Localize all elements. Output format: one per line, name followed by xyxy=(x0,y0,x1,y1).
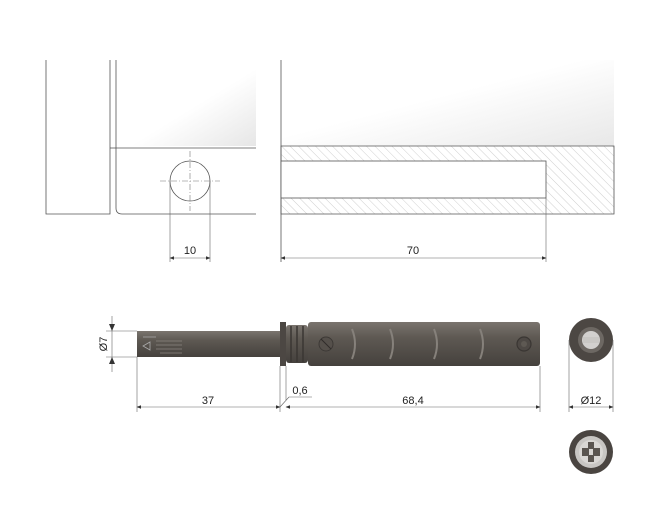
section-view: 70 xyxy=(280,60,615,262)
front-view: 10 xyxy=(45,60,256,262)
dim-flange: 0,6 xyxy=(292,385,307,397)
end-view-front xyxy=(569,430,613,474)
dim-diameter-large: Ø12 xyxy=(581,395,602,407)
push-latch-side-view: Ø7 37 0,6 68,4 xyxy=(98,316,541,412)
latch-tip xyxy=(137,331,282,357)
dim-drill-depth: 70 xyxy=(407,245,419,257)
dim-body-length: 68,4 xyxy=(402,395,423,407)
bore-hole xyxy=(280,160,547,199)
dim-diameter-small: Ø7 xyxy=(98,337,110,352)
latch-body xyxy=(308,322,540,366)
dim-hole-offset: 10 xyxy=(184,245,196,257)
dim-tip-length: 37 xyxy=(202,395,214,407)
end-view-rear: Ø12 xyxy=(568,318,614,412)
